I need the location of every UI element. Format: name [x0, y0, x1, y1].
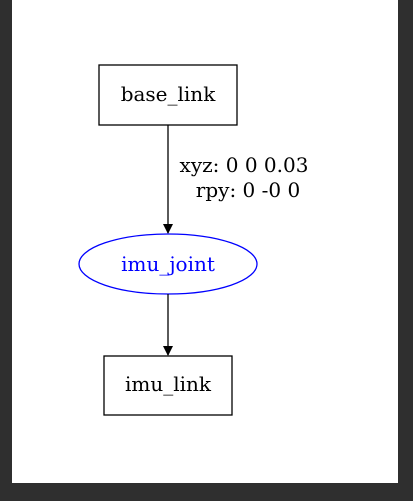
tf-tree-diagram: base_link xyz: 0 0 0.03 rpy: 0 -0 0 imu_… — [78, 64, 309, 416]
edge-base-link-to-imu-joint: xyz: 0 0 0.03 rpy: 0 -0 0 — [163, 125, 309, 234]
edge-label-xyz: xyz: 0 0 0.03 — [180, 153, 309, 177]
node-imu-link[interactable]: imu_link — [103, 355, 233, 416]
node-imu-joint[interactable]: imu_joint — [78, 233, 258, 295]
graph-canvas: base_link xyz: 0 0 0.03 rpy: 0 -0 0 imu_… — [12, 0, 398, 483]
node-label-base-link: base_link — [121, 82, 217, 106]
node-box — [103, 355, 233, 416]
node-base-link[interactable]: base_link — [98, 64, 238, 126]
node-label-imu-joint: imu_joint — [121, 252, 215, 276]
node-label-imu-link: imu_link — [125, 372, 212, 396]
edge-label-rpy: rpy: 0 -0 0 — [196, 178, 300, 202]
